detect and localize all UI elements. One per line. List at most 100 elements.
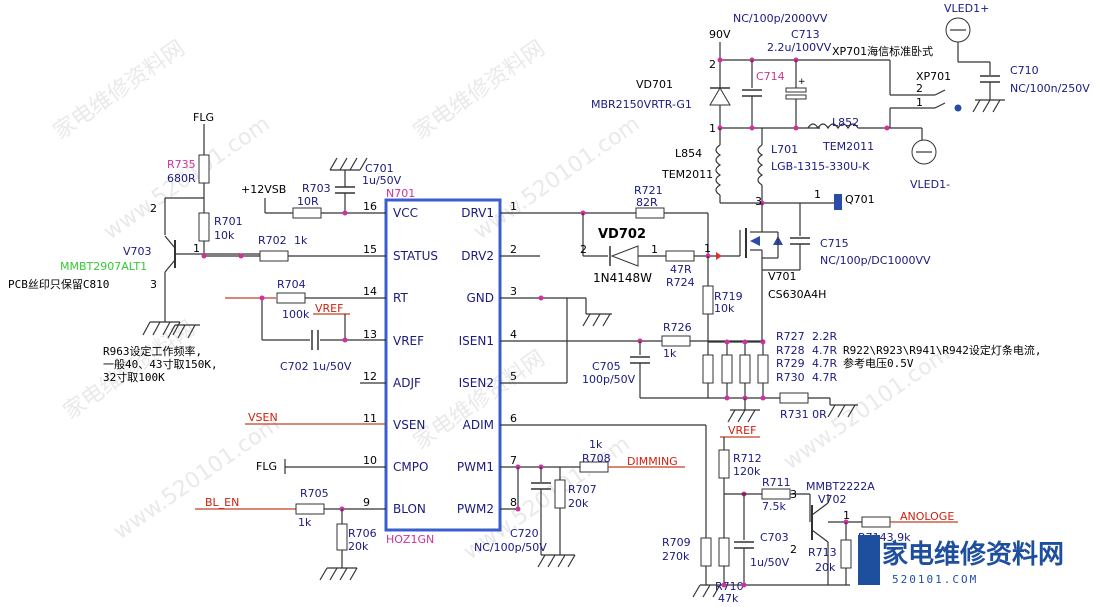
r714-resistor	[861, 516, 891, 528]
c701-label: C701	[365, 162, 394, 175]
r721-label: R721	[634, 184, 663, 197]
r728-label: R728	[776, 344, 805, 357]
ic-pin-number-11: 11	[363, 412, 377, 425]
r706-resistor	[336, 523, 348, 551]
r709-label: R709	[662, 536, 691, 549]
r713-value: 20k	[815, 561, 836, 574]
r702-label: R702	[258, 234, 287, 247]
ic-pin-name-adim: ADIM	[463, 418, 494, 432]
r707-resistor	[554, 479, 566, 509]
r727-label: R727	[776, 330, 805, 343]
watermark-cn-1: 家电维修资料网	[49, 36, 190, 145]
note-r963-2: 一般40、43寸取150K,	[103, 357, 218, 371]
c720-value: NC/100p/50V	[474, 541, 547, 554]
r701-label: R701	[214, 215, 243, 228]
ic-pin-name-rt: RT	[393, 291, 408, 305]
c714-label: C714	[756, 70, 785, 83]
xp701-pin1: 1	[916, 96, 923, 109]
l701-label: L701	[771, 143, 798, 156]
r721-resistor	[635, 207, 665, 219]
c703-value: 1u/50V	[750, 556, 790, 569]
r704-value: 100k	[282, 308, 310, 321]
ic-pin-number-6: 6	[510, 412, 517, 425]
ic-pin-name-isen2: ISEN2	[459, 376, 494, 390]
r711-label: R711	[762, 476, 791, 489]
c715-label: C715	[820, 237, 849, 250]
flg-mid-label: FLG	[256, 460, 277, 473]
svg-text:+: +	[798, 77, 806, 87]
r735-label: R735	[167, 158, 196, 171]
r703-resistor	[292, 207, 322, 219]
c710-value: NC/100n/250V	[1010, 82, 1090, 95]
ic-pin-number-14: 14	[363, 285, 377, 298]
r702-value: 1k	[294, 234, 308, 247]
c701-value: 1u/50V	[362, 174, 402, 187]
r707-label: R707	[568, 483, 597, 496]
v12-label: +12VSB	[241, 183, 286, 196]
dimming-label: DIMMING	[627, 455, 678, 468]
r705-label: R705	[300, 487, 329, 500]
r709-resistor	[700, 537, 712, 567]
xp701-label: XP701	[916, 70, 951, 83]
r711-resistor	[761, 488, 791, 500]
r704-label: R704	[277, 278, 306, 291]
l854-inductor	[715, 144, 722, 196]
note-r963-3: 32寸取100K	[103, 370, 165, 384]
vd702-diode	[610, 245, 639, 267]
r703-label: R703	[302, 182, 331, 195]
bl-en-label: BL_EN	[205, 496, 239, 509]
l852-label: L852	[832, 116, 859, 129]
v90-label: 90V	[709, 28, 731, 41]
ic-right-pins: 1DRV12DRV23GND4ISEN15ISEN26ADIM7PWM18PWM…	[457, 200, 517, 516]
ic-pin-number-5: 5	[510, 370, 517, 383]
ic-pin-number-7: 7	[510, 454, 517, 467]
c713-label: C713	[791, 28, 820, 41]
l701-inductor	[757, 144, 764, 186]
ic-pin-name-vcc: VCC	[393, 206, 418, 220]
r712-label: R712	[733, 452, 762, 465]
c705-value: 100p/50V	[582, 373, 636, 386]
v703-part: MMBT2907ALT1	[60, 260, 147, 273]
r729-value: 4.7R	[812, 357, 837, 370]
v703-note: PCB丝印只保留C810	[8, 277, 109, 291]
xp701-pin-dot	[954, 104, 962, 112]
vled-minus-label: VLED1-	[910, 178, 950, 191]
ic-pin-number-9: 9	[363, 496, 370, 509]
vsen-label: VSEN	[248, 411, 278, 424]
ic-pin-number-4: 4	[510, 328, 517, 341]
v701-label: V701	[768, 270, 797, 283]
vd702-pin2: 2	[580, 243, 587, 256]
c710-label: C710	[1010, 64, 1039, 77]
v703-pin2: 2	[150, 202, 157, 215]
r712-resistor	[718, 449, 730, 479]
r724-label: R724	[666, 276, 695, 289]
l701-part: LGB-1315-330U-K	[771, 160, 870, 173]
c720-label: C720	[510, 527, 539, 540]
r719-resistor	[702, 285, 714, 315]
ic-pin-name-blon: BLON	[393, 502, 426, 516]
r710-label: R710	[715, 580, 744, 593]
r709-value: 270k	[662, 550, 690, 563]
r726-resistor	[661, 335, 691, 347]
ic-pin-number-12: 12	[363, 370, 377, 383]
r726-value: 1k	[663, 347, 677, 360]
r724-value: 47R	[670, 263, 692, 276]
note-r922-1: R922\R923\R941\R942设定灯条电流,	[843, 343, 1041, 357]
r731-resistor	[779, 392, 809, 404]
ic-pin-name-pwm2: PWM2	[457, 502, 494, 516]
c713-value: 2.2u/100VV	[767, 41, 832, 54]
vd701-diode	[709, 87, 731, 106]
drv-pin1: 1	[704, 242, 711, 255]
r730-value: 4.7R	[812, 371, 837, 384]
site-logo: 家电维修资料网 520101.COM	[858, 535, 1064, 586]
r702-resistor	[259, 250, 289, 262]
ic-n701-body	[384, 198, 502, 532]
r730-label: R730	[776, 371, 805, 384]
c702-label: C702 1u/50V	[280, 360, 352, 373]
logo-cn-text: 家电维修资料网	[882, 539, 1064, 570]
c703-label: C703	[760, 531, 789, 544]
ic-part: HOZ1GN	[386, 533, 434, 546]
r701-resistor	[198, 212, 210, 242]
ic-pin-name-adjf: ADJF	[393, 376, 421, 390]
